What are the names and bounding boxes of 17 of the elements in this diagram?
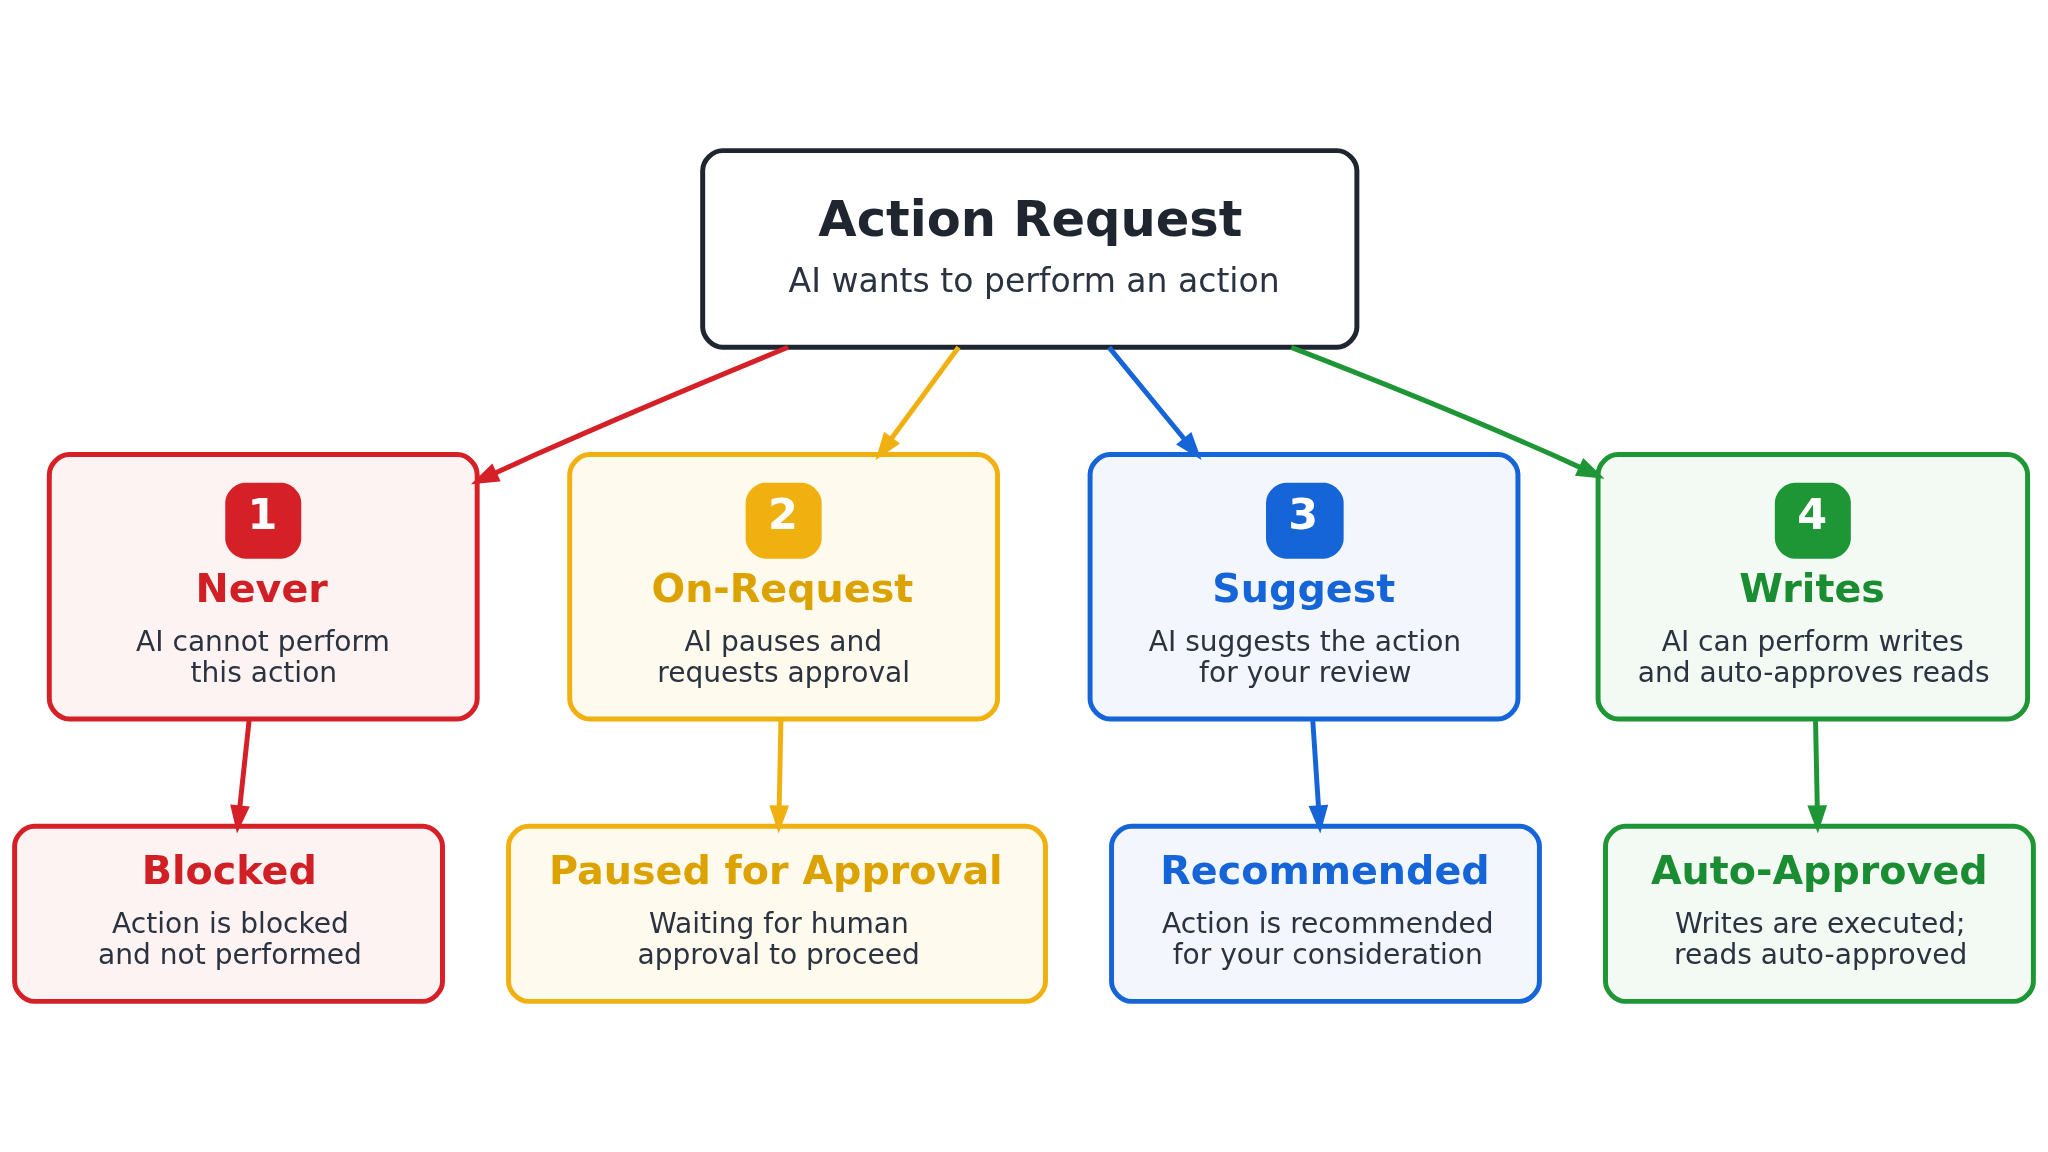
arrow [470, 345, 790, 485]
arrow [875, 345, 961, 461]
arrow [230, 718, 252, 834]
node-box: 4 Writes AI can perform writes and auto-approves reads [1595, 452, 2031, 722]
node-box: Paused for Approval Waiting for human approval to proceed [506, 823, 1048, 1004]
node-box: 3 Suggest AI suggests the action for your review [1087, 452, 1521, 722]
node-box: Auto-Approved Writes are executed; reads auto-approved [1603, 823, 2036, 1004]
node-box: 1 Never AI cannot perform this action [46, 452, 480, 722]
arrow [1308, 719, 1329, 834]
node-box: Blocked Action is blocked and not performed [12, 823, 445, 1004]
arrow [1107, 345, 1202, 461]
node-box: 2 On-Request AI pauses and requests approval [567, 452, 1001, 722]
node-box: Action Request AI wants to perform an action [700, 148, 1360, 350]
arrow [1290, 345, 1605, 479]
arrow [1807, 719, 1828, 834]
arrow [769, 719, 790, 834]
node-box: Recommended Action is recommended for your consideration [1109, 823, 1542, 1004]
